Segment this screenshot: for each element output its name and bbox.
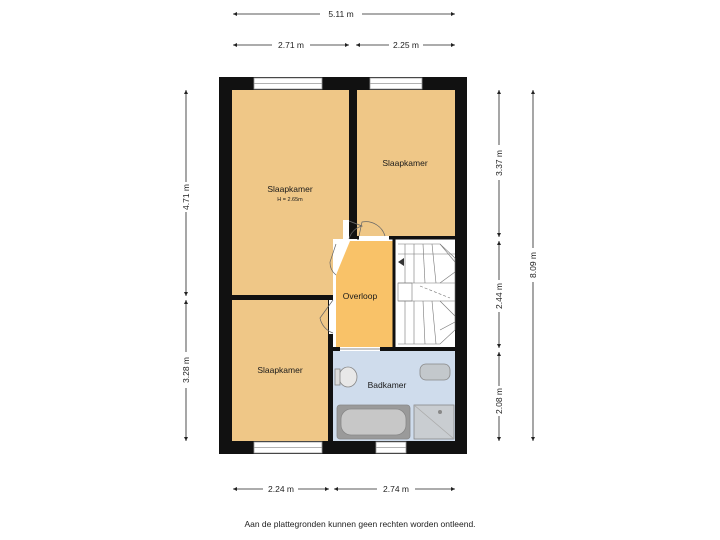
disclaimer-text: Aan de plattegronden kunnen geen rechten… (244, 519, 476, 529)
label-landing: Overloop (343, 291, 378, 301)
dim-top-right: 2.25 m (393, 40, 419, 50)
label-bathroom: Badkamer (368, 380, 407, 390)
dim-bottom-right: 2.74 m (383, 484, 409, 494)
dim-top-total: 5.11 m (328, 9, 353, 19)
label-bedroom-top-right: Slaapkamer (382, 158, 428, 168)
dim-right-lower: 2.08 m (494, 388, 504, 414)
room-bedroom-top-right (357, 90, 455, 236)
dim-bottom-left: 2.24 m (268, 484, 294, 494)
room-bedroom-bottom-left (232, 300, 328, 441)
dim-right-total: 8.09 m (528, 252, 538, 278)
room-labels: Slaapkamer H = 2.65m Slaapkamer Slaapkam… (257, 158, 428, 390)
sink-icon (419, 363, 451, 381)
dimension-labels: 5.11 m 2.71 m 2.25 m 4.71 m 3.28 m 3.37 … (181, 9, 538, 494)
windows (253, 77, 423, 454)
dim-right-middle: 2.44 m (494, 283, 504, 309)
room-bedroom-top-left (232, 90, 349, 295)
staircase (397, 243, 456, 345)
doors (319, 220, 389, 351)
bathroom-fixtures (334, 363, 455, 440)
label-bedroom-top-left: Slaapkamer (267, 184, 313, 194)
dim-right-upper: 3.37 m (494, 150, 504, 176)
dim-left-lower: 3.28 m (181, 357, 191, 383)
dimension-lines (184, 12, 535, 491)
room-landing (336, 241, 394, 347)
label-bedroom-bottom-left: Slaapkamer (257, 365, 303, 375)
label-bedroom-top-left-height: H = 2.65m (277, 197, 303, 203)
toilet-icon (338, 366, 358, 388)
dim-left-upper: 4.71 m (181, 184, 191, 210)
dim-top-left: 2.71 m (278, 40, 304, 50)
